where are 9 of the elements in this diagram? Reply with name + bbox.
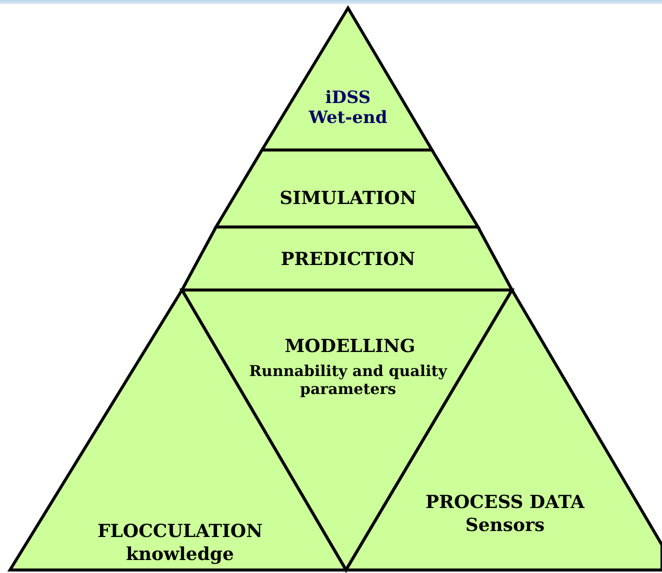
tier-title: PREDICTION	[280, 249, 416, 271]
tier-subtitle: Sensors	[464, 515, 546, 537]
tier-title: FLOCCULATION	[96, 521, 264, 543]
tier-subtitle: Runnability and quality parameters	[248, 362, 448, 398]
tier-title: PROCESS DATA	[424, 492, 586, 514]
tier-title: iDSS Wet-end	[308, 88, 388, 129]
tier-subtitle: knowledge	[125, 544, 235, 566]
tier-title: MODELLING	[284, 336, 416, 358]
tier-title: SIMULATION	[278, 188, 418, 210]
